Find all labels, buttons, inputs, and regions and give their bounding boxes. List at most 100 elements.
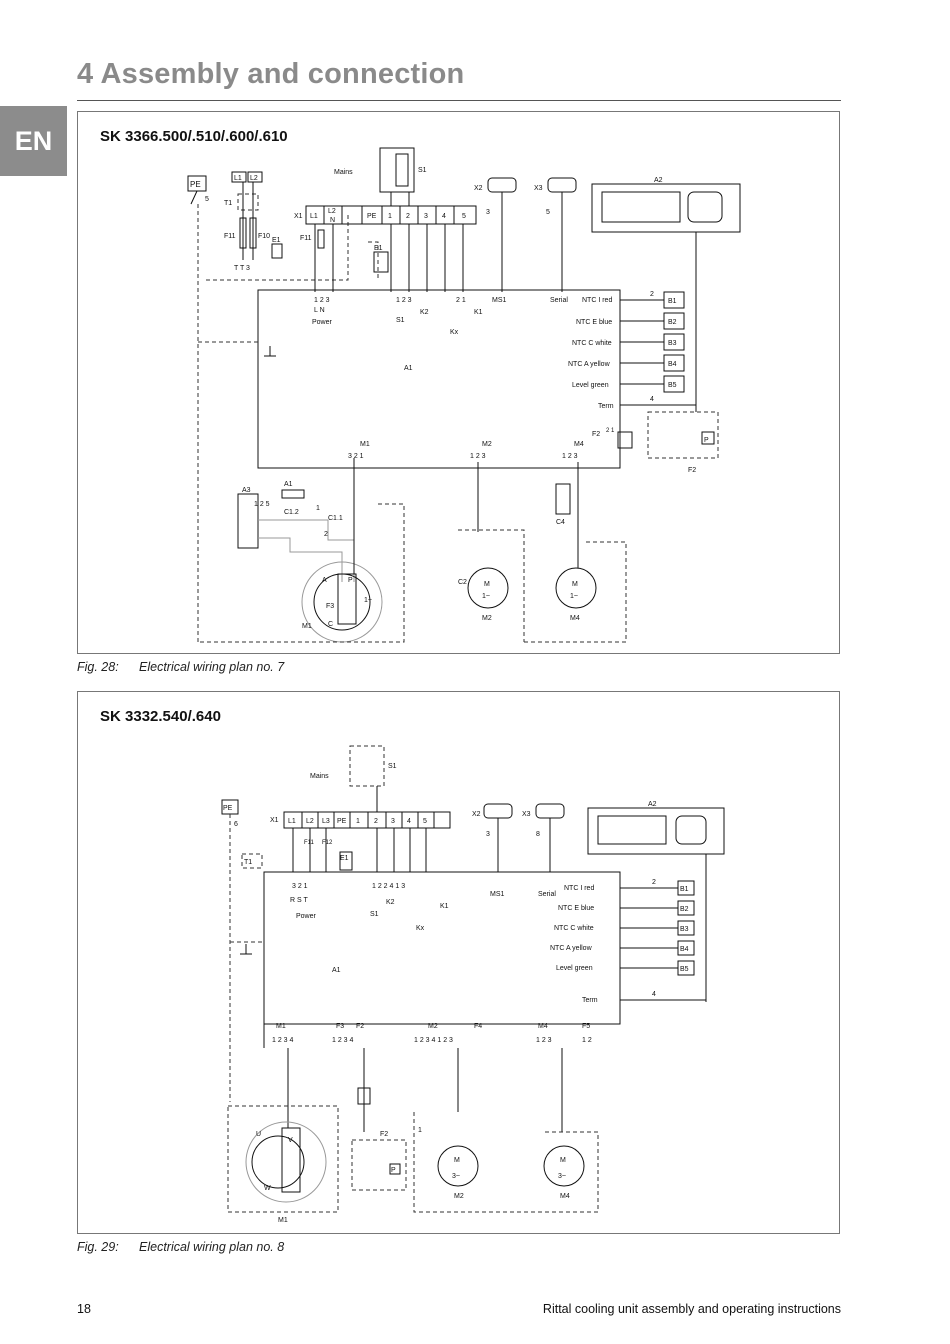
f4-label: F4 <box>474 1023 482 1030</box>
x1-1: 1 <box>356 818 360 825</box>
a1-board <box>257 289 621 469</box>
ntc4-label: NTC A yellow <box>568 361 611 368</box>
c1-1: 1 <box>316 505 320 512</box>
l1-label: L1 <box>234 175 242 182</box>
n4-label: 4 <box>650 396 654 403</box>
a3-pins: 1 2 5 <box>254 501 270 508</box>
x1-2: 2 <box>406 213 410 220</box>
power-label: Power <box>312 319 333 326</box>
wiring-plan-8-panel: SK 3332.540/.640 PE 6 S1 Mains X1 L1 L2 … <box>77 691 840 1234</box>
x1-4: 4 <box>442 213 446 220</box>
t-terms: T T 3 <box>234 265 250 272</box>
x1-f11: F11 <box>300 235 312 242</box>
k2-label: K2 <box>386 899 395 906</box>
s1-label: S1 <box>418 167 427 174</box>
m2-phase: 1~ <box>482 593 490 600</box>
l2-label: L2 <box>250 175 258 182</box>
x1-label: X1 <box>270 817 279 824</box>
pe-num: 5 <box>205 196 209 203</box>
s1-pins: 1 2 3 <box>396 297 412 304</box>
f12-label: F12 <box>322 840 333 846</box>
motor-v: V <box>288 1137 293 1144</box>
x2-num: 3 <box>486 831 490 838</box>
x1-n: N <box>330 217 335 224</box>
s1-pins: 1 2 2 4 1 3 <box>372 883 405 890</box>
motor-a: A <box>322 577 327 584</box>
language-tab: EN <box>0 106 67 176</box>
a2-label: A2 <box>648 801 657 808</box>
m4-bottom: M4 <box>570 615 580 622</box>
motor-1: 1~ <box>364 597 372 604</box>
b1-label: B1 <box>668 298 677 305</box>
power-pins: 3 2 1 <box>292 883 308 890</box>
level-label: Level green <box>572 382 609 389</box>
ntc1-label: NTC I red <box>582 297 612 304</box>
p-label: P <box>704 437 709 444</box>
f2-box-label: F2 <box>380 1131 388 1138</box>
m2-bottom: M2 <box>454 1193 464 1200</box>
pe-num: 6 <box>234 821 238 828</box>
b2-label: B2 <box>680 906 689 913</box>
ntc1-label: NTC I red <box>564 885 594 892</box>
s1-bottom: S1 <box>370 911 379 918</box>
b4-label: B4 <box>680 946 689 953</box>
t1-label: T1 <box>224 200 232 207</box>
x3-label: X3 <box>534 185 543 192</box>
one-label: 1 <box>418 1127 422 1134</box>
ntc3-label: NTC C white <box>572 340 612 347</box>
m2-pins: 1 2 3 <box>470 453 486 460</box>
power-sub: L N <box>314 307 325 314</box>
ntc3-label: NTC C white <box>554 925 594 932</box>
motor-u: U <box>256 1131 261 1138</box>
m1-bottom: M1 <box>302 623 312 630</box>
x3-num: 5 <box>546 209 550 216</box>
f2-pins: 2 1 <box>606 428 615 434</box>
footer-text: Rittal cooling unit assembly and operati… <box>542 1302 841 1316</box>
e1-label: E1 <box>340 855 349 862</box>
m4-pins: 1 2 3 <box>536 1037 552 1044</box>
motor-c: C <box>328 621 333 628</box>
motor-f3: F3 <box>326 603 334 610</box>
m2-m: M <box>454 1157 460 1164</box>
a2-display <box>591 183 741 233</box>
caption-number: Fig. 29: <box>77 1240 119 1254</box>
f5-pins: 1 2 <box>582 1037 592 1044</box>
k-pins: 2 1 <box>456 297 466 304</box>
pe-label: PE <box>190 180 201 189</box>
ntc2-label: NTC E blue <box>558 905 594 912</box>
x1-3: 3 <box>424 213 428 220</box>
t1-label: T1 <box>244 859 252 866</box>
n4-label: 4 <box>652 991 656 998</box>
x1-2: 2 <box>374 818 378 825</box>
f2-bottom: F2 <box>688 467 696 474</box>
x2-label: X2 <box>472 811 481 818</box>
ntc2-label: NTC E blue <box>576 319 612 326</box>
e1-label: E1 <box>272 237 281 244</box>
k1-label: K1 <box>474 309 483 316</box>
x1-pe: PE <box>337 818 347 825</box>
term-label: Term <box>598 403 614 410</box>
x1-3: 3 <box>391 818 395 825</box>
m1-pins: 3 2 1 <box>348 453 364 460</box>
x2-label: X2 <box>474 185 483 192</box>
x1-l2: L2 <box>306 818 314 825</box>
a1-label: A1 <box>332 967 341 974</box>
m2-bottom: M2 <box>482 615 492 622</box>
power-label: Power <box>296 913 317 920</box>
x1-5: 5 <box>462 213 466 220</box>
x2-num: 3 <box>486 209 490 216</box>
s1-bottom: S1 <box>396 317 405 324</box>
x3-label: X3 <box>522 811 531 818</box>
f2-label: F2 <box>592 431 600 438</box>
m1-motor-outer <box>245 1121 327 1203</box>
f5-label: F5 <box>582 1023 590 1030</box>
mains-label: Mains <box>310 773 329 780</box>
m2-label: M2 <box>428 1023 438 1030</box>
p-label: P <box>391 1167 396 1174</box>
m4-motor <box>543 1145 585 1187</box>
m2-motor <box>437 1145 479 1187</box>
m4-phase: 3~ <box>558 1173 566 1180</box>
sensor-wires <box>620 299 696 406</box>
m4-m: M <box>572 581 578 588</box>
x1-l1: L1 <box>288 818 296 825</box>
